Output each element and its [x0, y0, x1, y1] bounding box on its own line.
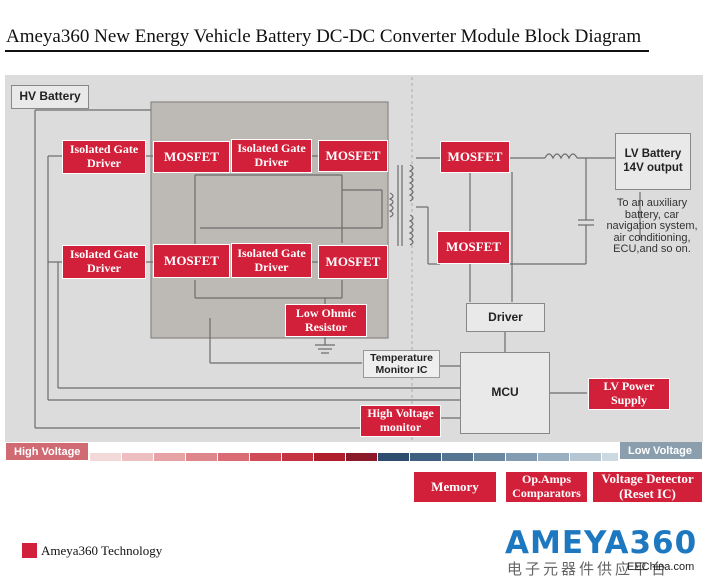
lv-battery-note: To an auxiliary battery, car navigation … — [606, 197, 698, 256]
mosfet-5: MOSFET — [440, 141, 510, 173]
mosfet-2: MOSFET — [318, 140, 388, 172]
mcu-block: MCU — [460, 352, 550, 434]
legend-swatch — [22, 543, 37, 558]
low-voltage-zone-label: Low Voltage — [620, 442, 702, 459]
title-underline — [5, 50, 649, 52]
mosfet-1: MOSFET — [153, 141, 230, 173]
eechina-watermark: EEChina.com — [627, 561, 695, 573]
isolated-gate-driver-4: Isolated Gate Driver — [231, 243, 312, 278]
connections — [34, 109, 641, 429]
low-ohmic-resistor: Low Ohmic Resistor — [285, 304, 367, 337]
temperature-monitor-ic: Temperature Monitor IC — [363, 350, 440, 378]
high-voltage-zone-label: High Voltage — [6, 443, 88, 460]
diagram-title: Ameya360 New Energy Vehicle Battery DC-D… — [6, 26, 642, 47]
ameya360-logo: AMEYA360 — [505, 525, 698, 561]
voltage-gradient-bar — [90, 453, 618, 461]
mosfet-6: MOSFET — [437, 231, 510, 264]
lv-power-supply: LV Power Supply — [588, 378, 670, 410]
isolated-gate-driver-2: Isolated Gate Driver — [231, 139, 312, 173]
memory-block: Memory — [413, 471, 497, 503]
mosfet-3: MOSFET — [153, 244, 230, 278]
legend-label: Ameya360 Technology — [41, 543, 163, 558]
opamps-comparators-block: Op.Amps Comparators — [505, 471, 588, 503]
logo-subtitle: 电子元器件供应平台 — [507, 561, 670, 578]
voltage-detector-block: Voltage Detector (Reset IC) — [592, 471, 703, 503]
isolated-gate-driver-3: Isolated Gate Driver — [62, 245, 146, 279]
driver-block: Driver — [466, 303, 545, 332]
inverter-block — [150, 101, 389, 339]
lv-battery-block: LV Battery 14V output — [615, 133, 691, 190]
hv-battery-block: HV Battery — [11, 85, 89, 109]
high-voltage-monitor: High Voltage monitor — [360, 405, 441, 437]
isolated-gate-driver-1: Isolated Gate Driver — [62, 140, 146, 174]
mosfet-4: MOSFET — [318, 245, 388, 279]
